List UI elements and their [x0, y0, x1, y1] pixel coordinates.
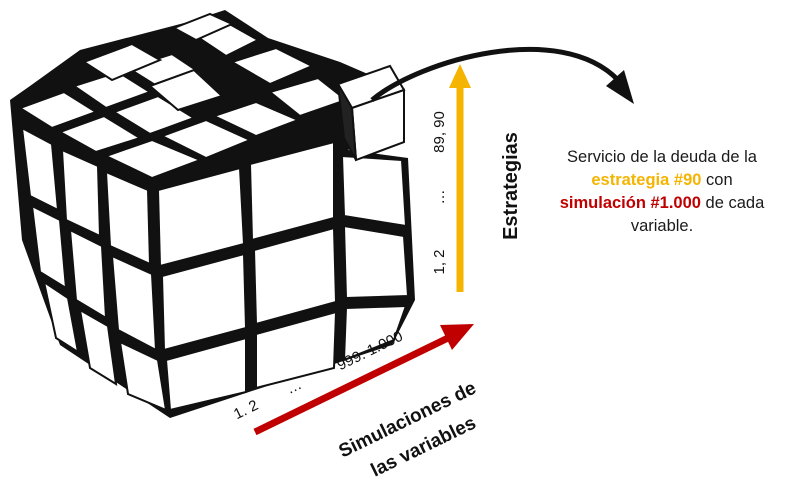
simulations-axis-arrowhead	[440, 324, 474, 350]
strategies-tick-last: 89, 90	[431, 111, 448, 153]
strategies-axis-arrowhead	[449, 64, 471, 88]
rubik-cube	[10, 10, 415, 418]
simulations-tick-first: 1. 2	[231, 397, 261, 423]
annotation-part3: de cada variable.	[630, 194, 765, 235]
strategies-tick-first: 1, 2	[431, 249, 448, 274]
cube-right-face	[156, 140, 410, 412]
lifted-cubie	[336, 64, 406, 162]
callout-arrow	[370, 46, 634, 104]
simulations-tick-ellipsis: …	[284, 376, 305, 398]
simulations-axis-line	[253, 334, 450, 436]
annotation-strategy-highlight: estrategia #90	[591, 171, 702, 189]
strategies-axis: 1, 2 … 89, 90 Estrategias	[431, 64, 522, 292]
strategies-tick-ellipsis: …	[431, 190, 448, 205]
annotation-part2: con	[701, 171, 733, 189]
annotation-part1: Servicio de la deuda de la	[567, 148, 757, 166]
cube-top-face	[17, 12, 349, 180]
cube-left-face	[20, 126, 168, 412]
strategies-axis-title: Estrategias	[500, 132, 522, 240]
annotation-simulation-highlight: simulación #1.000	[559, 194, 701, 212]
annotation-text: Servicio de la deuda de la estrategia #9…	[548, 146, 776, 238]
